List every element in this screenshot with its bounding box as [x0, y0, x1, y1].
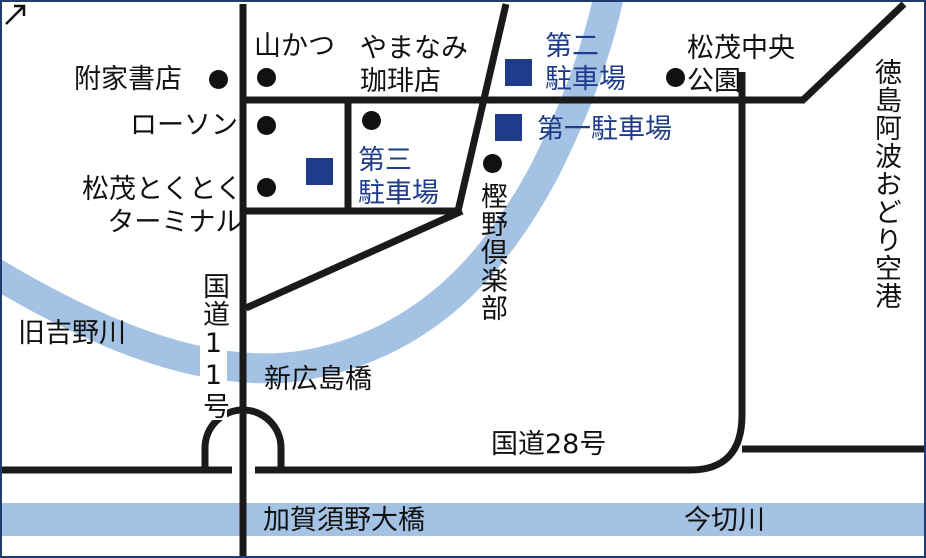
label-route11: 国道11号 — [198, 272, 229, 420]
place-dot-icon-kashino — [483, 154, 502, 173]
label-parking-1: 第一駐車場 — [537, 114, 672, 145]
label-parking-2: 第二 駐車場 — [545, 31, 626, 95]
label-yamanami: やまなみ 珈琲店 — [360, 33, 468, 97]
place-dot-icon-fukesho — [209, 70, 228, 89]
parking-square-icon-p2 — [505, 59, 532, 86]
label-fukesho: 附家書店 — [74, 64, 182, 95]
road-route28 — [255, 72, 746, 474]
road-diagonal-airport — [800, 2, 907, 103]
place-dot-icon-yamakatsu — [257, 68, 276, 87]
road-kashino-street — [454, 3, 510, 212]
label-yamakatsu: 山かつ — [254, 31, 335, 62]
label-lawson: ローソン — [130, 110, 238, 141]
river-imagiri — [2, 503, 924, 536]
river-kyuyoshino — [2, 2, 623, 384]
label-park: 松茂中央 公園 — [687, 33, 795, 97]
label-airport: 徳島阿波おどり空港 — [870, 58, 901, 310]
label-terminal: 松茂とくとく ターミナル — [82, 174, 243, 238]
road-diagonal-route11 — [244, 207, 464, 312]
place-dot-icon-park — [666, 68, 685, 87]
label-kagasuno-bridge: 加賀須野大橋 — [263, 505, 425, 536]
label-parking-3: 第三 駐車場 — [358, 145, 439, 209]
label-shinhiroshima-bridge: 新広島橋 — [264, 364, 372, 395]
parking-square-icon-p1 — [495, 114, 522, 141]
label-kashino: 樫野倶楽部 — [476, 182, 507, 322]
place-dot-icon-lawson — [257, 116, 276, 135]
label-imagiri-river: 今切川 — [684, 505, 765, 536]
place-dot-icon-yamanami — [362, 111, 381, 130]
place-dot-icon-terminal — [257, 178, 276, 197]
parking-square-icon-p3 — [306, 158, 333, 185]
road-overpass-loop — [201, 406, 285, 470]
label-route28: 国道28号 — [491, 429, 607, 460]
label-kyuyoshino-river: 旧吉野川 — [18, 318, 126, 349]
arrow-up-right-icon — [5, 4, 26, 25]
